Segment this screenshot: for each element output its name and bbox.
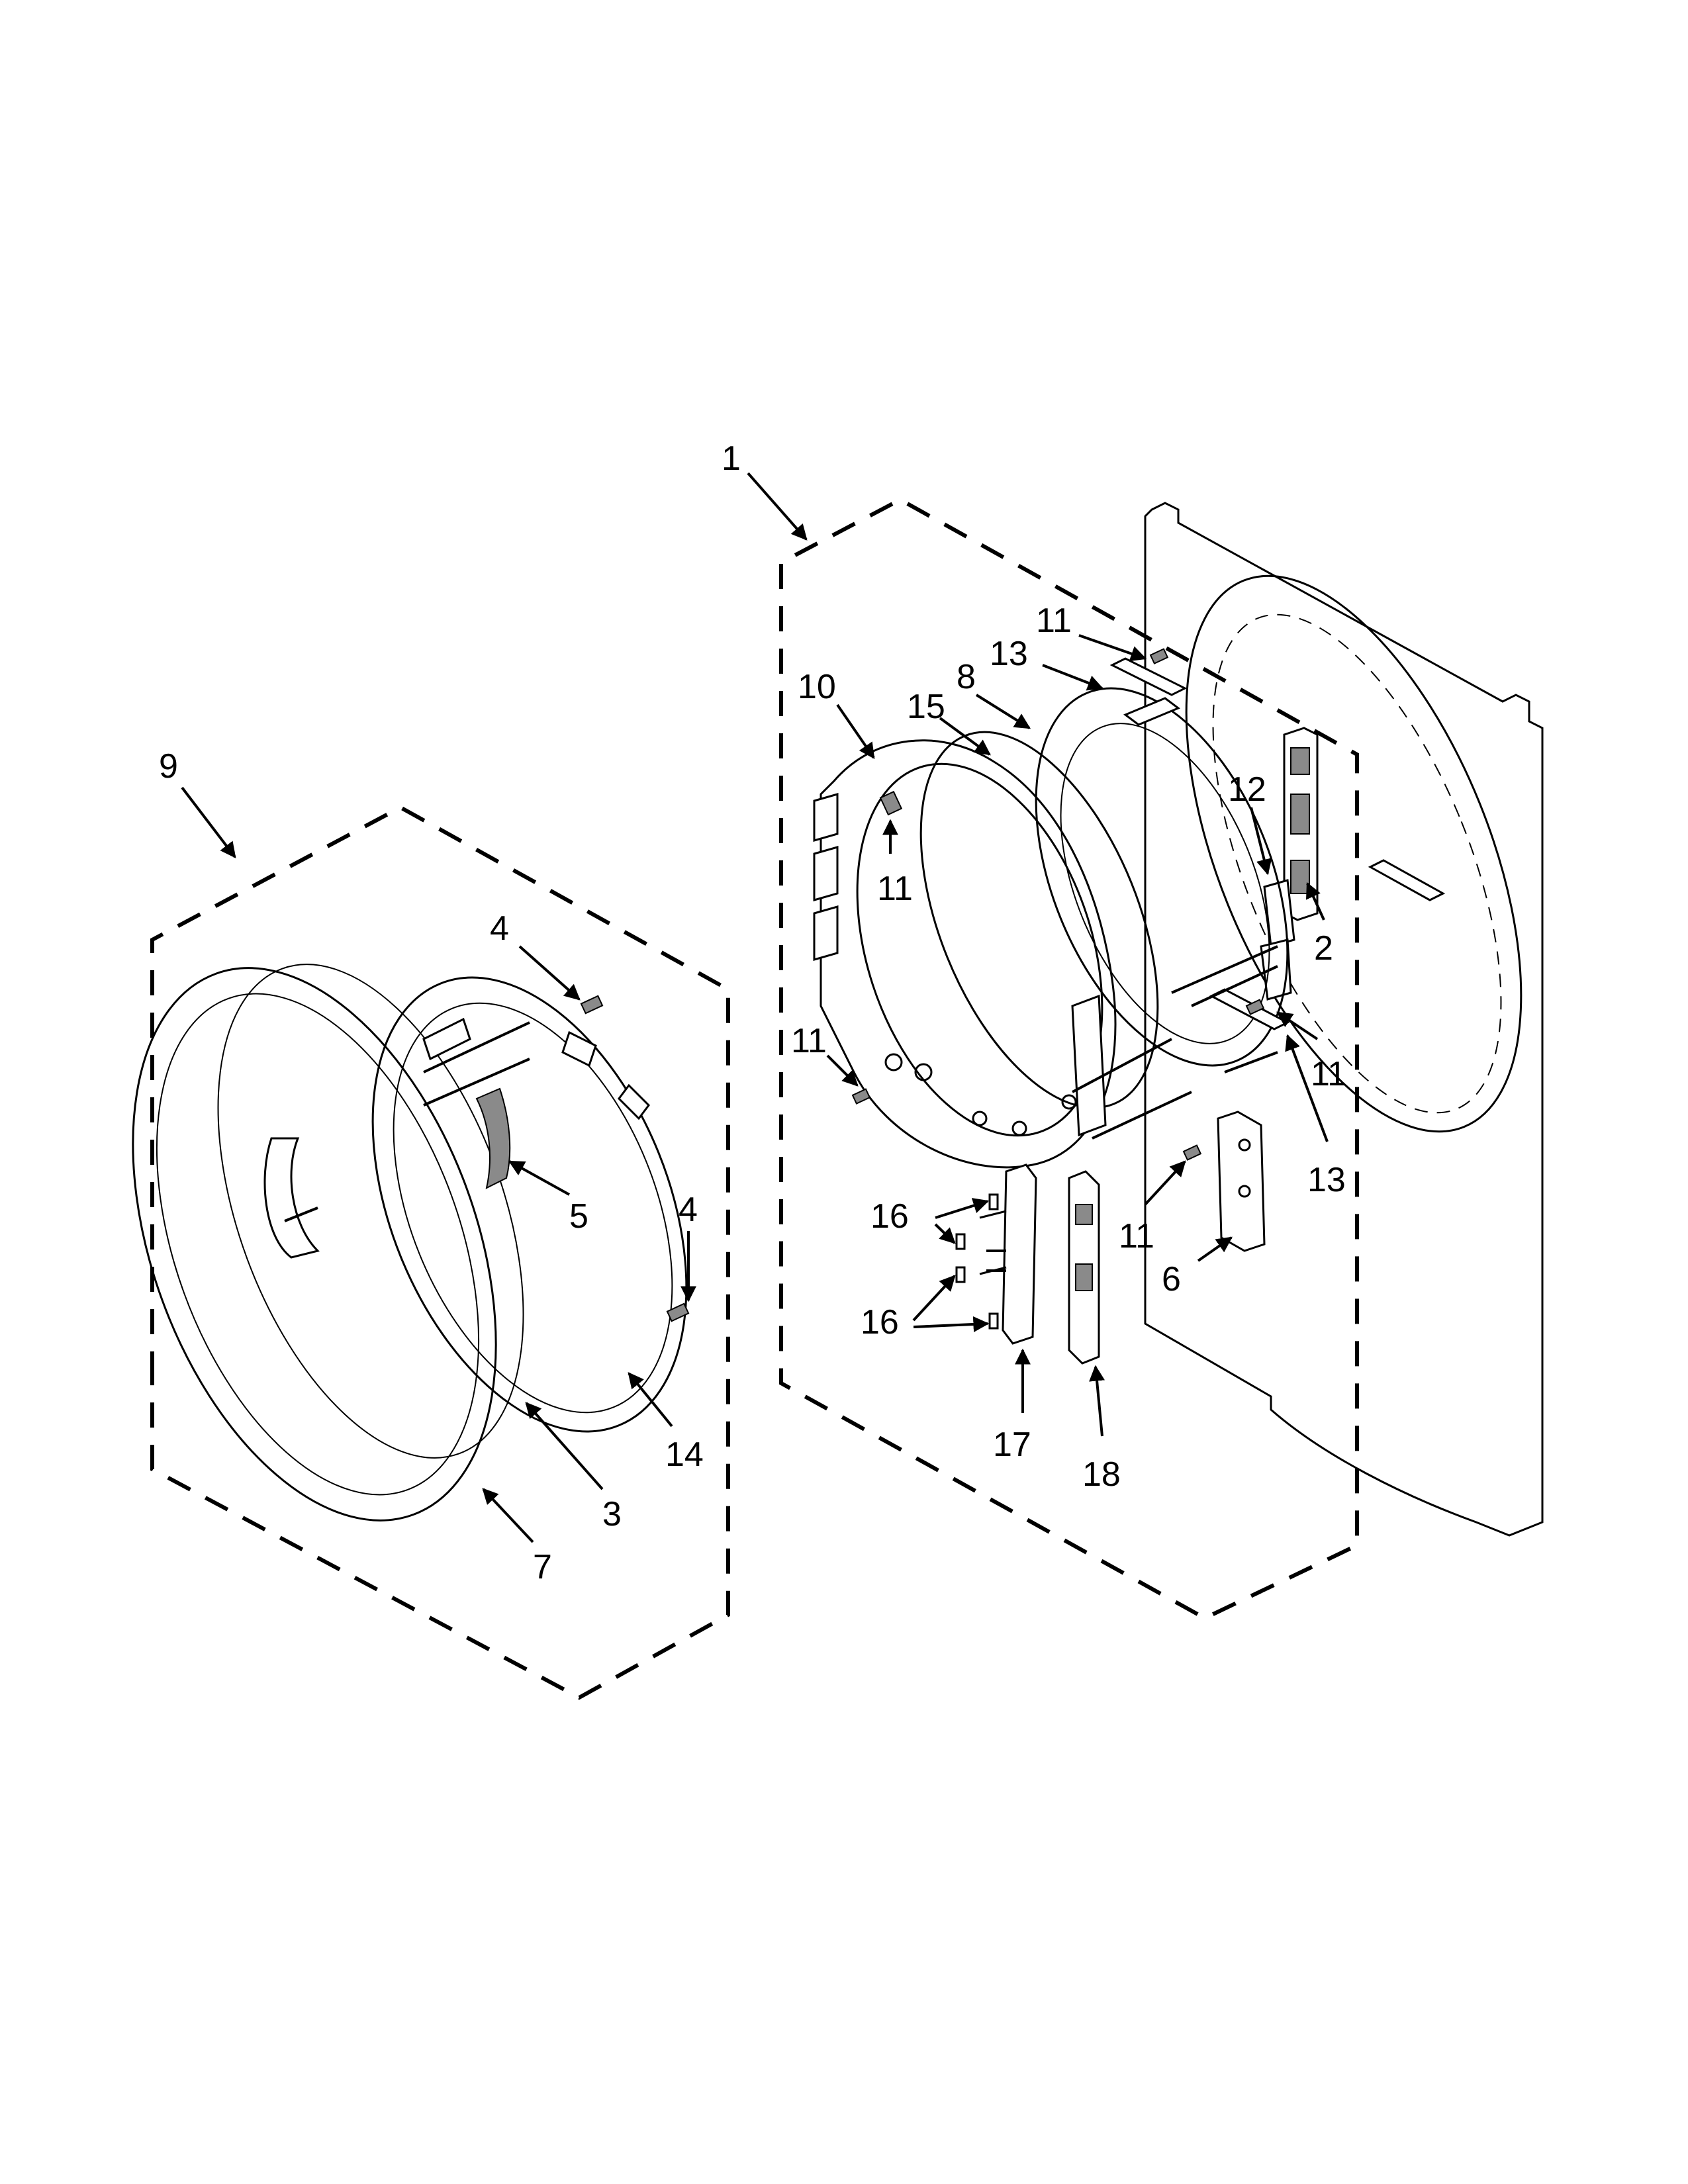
callout-1: 1 <box>722 439 741 478</box>
callout-8: 8 <box>957 658 976 696</box>
callout-4-lower: 4 <box>679 1191 698 1229</box>
part-3-door-glass <box>217 964 524 1459</box>
callout-7: 7 <box>533 1548 552 1586</box>
part-2-latch-strip <box>1283 727 1319 921</box>
part-18-hinge-plate <box>1068 1170 1100 1365</box>
part-4-screws <box>580 995 690 1322</box>
part-5-door-handle <box>475 1087 511 1189</box>
callout-11-top: 11 <box>1036 602 1072 640</box>
callout-11-frame: 11 <box>877 870 913 908</box>
part-14-inner-door-frame <box>371 976 688 1433</box>
callout-14: 14 <box>665 1435 704 1474</box>
callout-17: 17 <box>993 1426 1031 1464</box>
callout-12: 12 <box>1228 770 1266 809</box>
callout-labels: 1 11 13 10 15 8 11 12 2 11 11 13 11 6 16… <box>159 439 1346 1586</box>
callout-16-lower: 16 <box>861 1303 899 1342</box>
callout-13-top: 13 <box>990 635 1028 673</box>
callout-6: 6 <box>1162 1260 1181 1298</box>
assembly-9-boundary <box>150 805 730 1700</box>
callout-arrows <box>181 472 1329 1543</box>
callout-11-left: 11 <box>791 1022 827 1060</box>
part-10-door-frame <box>813 739 1117 1169</box>
callout-11-right: 11 <box>1311 1055 1346 1093</box>
callout-5: 5 <box>569 1197 588 1236</box>
part-11-screws <box>851 648 1265 1161</box>
part-8-inner-door-ring <box>1035 687 1289 1067</box>
part-13-hinge-plate-upper <box>1109 657 1188 696</box>
part-12-bracket <box>1260 879 1295 1001</box>
callout-13-lower: 13 <box>1307 1161 1346 1199</box>
part-7-outer-door-trim <box>132 967 497 1522</box>
assembly-1-boundary <box>779 497 1359 1621</box>
callout-15: 15 <box>907 688 945 726</box>
callout-4-upper: 4 <box>490 909 509 948</box>
callout-2: 2 <box>1314 929 1333 968</box>
assembly-links <box>423 945 1278 1272</box>
callout-16-upper: 16 <box>870 1197 909 1236</box>
callout-9: 9 <box>159 747 178 786</box>
front-panel-cabinet <box>1144 502 1544 1537</box>
callout-10: 10 <box>798 668 836 706</box>
part-6-latch-housing <box>1217 1111 1266 1252</box>
part-16-pins <box>955 1193 999 1330</box>
callout-18: 18 <box>1082 1455 1121 1494</box>
callout-11-lower: 11 <box>1119 1217 1154 1255</box>
part-17-hinge <box>979 1163 1037 1345</box>
callout-3: 3 <box>602 1495 622 1533</box>
